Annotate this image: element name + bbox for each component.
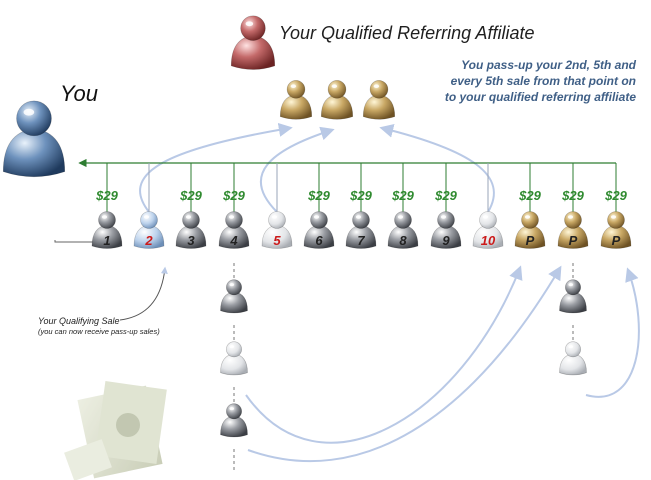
sale-number-label: P bbox=[612, 233, 621, 248]
you-label: You bbox=[60, 81, 98, 106]
sale-price-label: $29 bbox=[222, 188, 245, 203]
you-figure bbox=[2, 100, 66, 178]
sale-price-label: $29 bbox=[307, 188, 330, 203]
passup-arrow-sale-10 bbox=[379, 123, 495, 213]
qualifying-sale-title: Your Qualifying Sale bbox=[38, 316, 120, 326]
sale-number-label: 9 bbox=[442, 233, 450, 248]
sale-figure-11 bbox=[514, 211, 546, 249]
sale-price-label: $29 bbox=[179, 188, 202, 203]
sale-figure-5 bbox=[261, 211, 293, 249]
downline-figure bbox=[220, 403, 248, 438]
sale-figure-1 bbox=[91, 211, 123, 249]
downline-columns bbox=[220, 263, 587, 472]
qualified-affiliate-figure bbox=[230, 15, 276, 70]
commission-tree bbox=[54, 158, 617, 243]
sale-price-label: $29 bbox=[349, 188, 372, 203]
passup-arrow-downline-3 bbox=[585, 267, 640, 398]
passup-note-line-1: You pass-up your 2nd, 5th and bbox=[461, 58, 637, 72]
sale-number-label: 4 bbox=[229, 233, 238, 248]
sale-price-label: $29 bbox=[391, 188, 414, 203]
sale-number-label: 5 bbox=[273, 233, 281, 248]
downline-figure bbox=[220, 279, 248, 314]
sale-figure-8 bbox=[387, 211, 419, 249]
sale-number-label: 10 bbox=[481, 233, 496, 248]
downline-figure bbox=[559, 341, 587, 376]
sale-figure-12 bbox=[557, 211, 589, 249]
passup-figures-top bbox=[279, 80, 396, 120]
passup-gold-figure-1 bbox=[279, 80, 313, 120]
qualifying-sale-annotation: Your Qualifying Sale (you can now receiv… bbox=[38, 266, 168, 336]
money-stack-icon bbox=[64, 381, 167, 480]
passup-note-line-2: every 5th sale from that point on bbox=[451, 74, 636, 88]
passup-gold-figure-3 bbox=[362, 80, 396, 120]
sale-number-label: 2 bbox=[144, 233, 153, 248]
sale-price-label: $29 bbox=[561, 188, 584, 203]
sale-figure-10 bbox=[472, 211, 504, 249]
qualified-affiliate-title: Your Qualified Referring Affiliate bbox=[279, 23, 534, 43]
sale-figure-2 bbox=[133, 211, 165, 249]
qualifying-sale-subtitle: (you can now receive pass-up sales) bbox=[38, 327, 160, 336]
sale-figure-6 bbox=[303, 211, 335, 249]
sale-figure-3 bbox=[175, 211, 207, 249]
passup-note-line-3: to your qualified referring affiliate bbox=[445, 90, 636, 104]
sale-number-label: P bbox=[526, 233, 535, 248]
sale-price-label: $29 bbox=[518, 188, 541, 203]
sales-row: $29 1 2 $29 3 $29 4 5 $29 6 $29 7 $29 8 $29 9 10 $29P $29P… bbox=[91, 188, 632, 249]
sale-number-label: 7 bbox=[357, 233, 365, 248]
downline-figure bbox=[220, 341, 248, 376]
sale-price-label: $29 bbox=[604, 188, 627, 203]
sale-figure-13 bbox=[600, 211, 632, 249]
sale-number-label: 1 bbox=[103, 233, 110, 248]
you-connector-line bbox=[54, 240, 94, 243]
sale-figure-9 bbox=[430, 211, 462, 249]
sale-price-label: $29 bbox=[95, 188, 118, 203]
sale-number-label: 8 bbox=[399, 233, 407, 248]
passup-arrow-sale-2 bbox=[139, 122, 293, 213]
you-person-icon bbox=[2, 100, 66, 178]
red-affiliate-figure bbox=[230, 15, 276, 70]
downline-figure bbox=[559, 279, 587, 314]
passup-arrow-downline-1 bbox=[245, 265, 523, 444]
sale-number-label: 6 bbox=[315, 233, 323, 248]
passup-arrow-sale-5 bbox=[259, 126, 335, 213]
sale-number-label: 3 bbox=[187, 233, 195, 248]
passup-gold-figure-2 bbox=[320, 80, 354, 120]
sale-figure-4 bbox=[218, 211, 250, 249]
sale-price-label: $29 bbox=[434, 188, 457, 203]
passup-arrows bbox=[139, 122, 640, 463]
sale-figure-7 bbox=[345, 211, 377, 249]
passup-arrow-downline-2 bbox=[247, 265, 562, 463]
sale-number-label: P bbox=[569, 233, 578, 248]
